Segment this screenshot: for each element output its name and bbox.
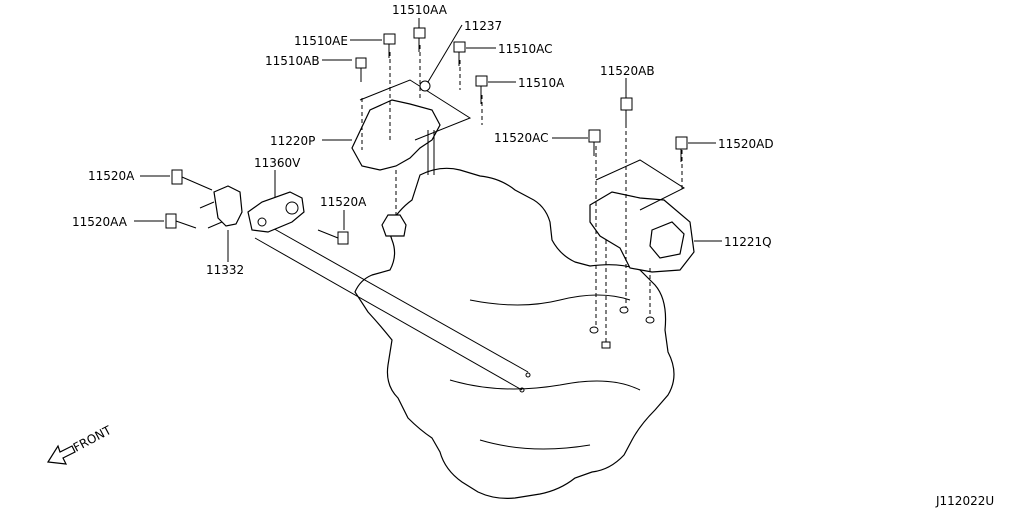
bolt-11510ae <box>383 33 396 58</box>
bracket-11332 <box>213 185 243 227</box>
bracket-11220p <box>351 99 441 171</box>
rod-bushing-rear <box>285 201 299 215</box>
hole-3 <box>645 316 655 324</box>
label-11510ab: 11510AB <box>265 54 320 68</box>
shaft-end-upper <box>525 372 531 378</box>
bolt-11520a-mid <box>317 229 349 245</box>
label-11237: 11237 <box>464 19 502 33</box>
rod-bushing-front <box>257 217 267 227</box>
bolt-11520a-left <box>171 169 213 191</box>
label-11510ae: 11510AE <box>294 34 348 48</box>
shaft-line-upper <box>261 221 529 373</box>
front-label: FRONT <box>71 423 114 455</box>
label-11510ac: 11510AC <box>498 42 553 56</box>
bolt-11520ac <box>588 129 601 156</box>
shaft-end-lower <box>519 387 525 393</box>
label-11221q: 11221Q <box>724 235 772 249</box>
label-11520ac: 11520AC <box>494 131 549 145</box>
label-11520ad: 11520AD <box>718 137 774 151</box>
bolt-11520ad <box>675 136 688 162</box>
hole-1 <box>589 326 599 334</box>
bolt-11520ab <box>620 97 633 124</box>
bracket-stud <box>427 130 435 175</box>
label-11360v: 11360V <box>254 156 301 170</box>
label-11520ab: 11520AB <box>600 64 655 78</box>
shaft-line-lower <box>254 237 523 391</box>
mount-11221q-insulator <box>649 221 685 259</box>
hole-2 <box>619 306 629 314</box>
engine-detail-2 <box>449 379 641 391</box>
bolt-11510ac <box>453 41 466 66</box>
diagram-id: J112022U <box>935 494 994 508</box>
bolt-11510ab <box>355 57 367 82</box>
engine-outline <box>354 167 675 499</box>
leader-11237 <box>427 24 463 83</box>
bolt-11520aa <box>165 213 197 229</box>
lower-bracket-tab <box>381 214 407 237</box>
label-11332: 11332 <box>206 263 244 277</box>
engine-detail-1 <box>469 294 631 306</box>
bolt-11510a <box>475 75 488 104</box>
label-11220p: 11220P <box>270 134 315 148</box>
bracket-11220p-guide <box>359 79 472 141</box>
bracket-11332-guide <box>199 201 223 229</box>
label-11520aa: 11520AA <box>72 215 128 229</box>
hole-4 <box>601 341 611 349</box>
engine-detail-3 <box>479 439 591 450</box>
washer-11237 <box>419 80 431 92</box>
mount-11221q-guide <box>595 159 686 211</box>
label-11510aa: 11510AA <box>392 3 448 17</box>
label-11520a-left: 11520A <box>88 169 135 183</box>
label-11510a: 11510A <box>518 76 565 90</box>
front-arrow-icon <box>46 444 76 465</box>
label-11520a-mid: 11520A <box>320 195 367 209</box>
bolt-11510aa <box>413 27 426 52</box>
